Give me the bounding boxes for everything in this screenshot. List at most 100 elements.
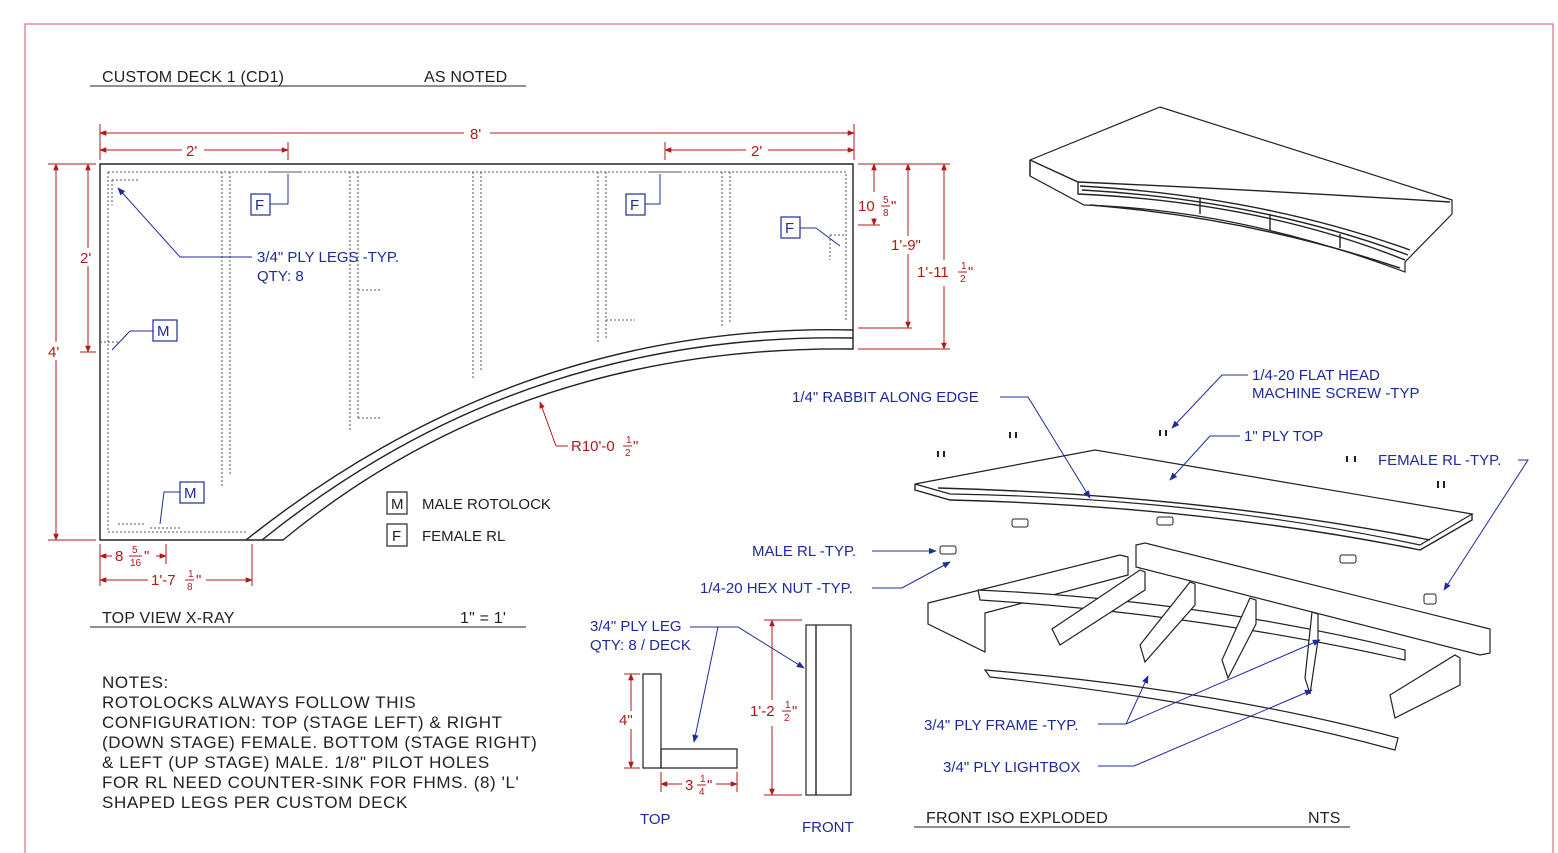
dim-1-9: 1'-9" xyxy=(891,237,921,254)
exploded-iso xyxy=(914,430,1491,751)
notes-line-2: CONFIGURATION: TOP (STAGE LEFT) & RIGHT xyxy=(102,713,503,732)
dim-leg-3-frac-d: 4 xyxy=(699,787,705,798)
dim-leg-3-frac-n: 1 xyxy=(700,774,706,785)
callout-hex-nut: 1/4-20 HEX NUT -TYP. xyxy=(700,580,853,597)
ply-legs-line2: QTY: 8 xyxy=(257,268,304,285)
radius-leader xyxy=(539,401,557,447)
dim-1-11-frac-d: 2 xyxy=(960,274,966,285)
leg-top-shape xyxy=(642,673,738,769)
dim-4ft: 4' xyxy=(48,344,59,361)
notes-line-6: SHAPED LEGS PER CUSTOM DECK xyxy=(102,793,408,812)
callout-female-rl: FEMALE RL -TYP. xyxy=(1378,452,1501,469)
deck-outline xyxy=(99,163,854,541)
iso-lightbox xyxy=(983,669,1399,751)
notes-heading: NOTES: xyxy=(102,673,169,692)
legend-male-symbol: M xyxy=(391,496,404,513)
dim-1-11-frac-n: 1 xyxy=(961,261,967,272)
iso-frame-left xyxy=(927,554,1129,653)
marker-female-3: F xyxy=(785,220,794,237)
callout-ply-frame: 3/4" PLY FRAME -TYP. xyxy=(924,717,1079,734)
rabbit-edge-line xyxy=(245,329,854,541)
legs-callout: 3/4" PLY LEGS -TYP. QTY: 8 xyxy=(117,187,399,285)
leg-detail-line1: 3/4" PLY LEG xyxy=(590,618,682,635)
callout-screw-line2: MACHINE SCREW -TYP xyxy=(1252,385,1420,402)
callout-ply-lightbox: 3/4" PLY LIGHTBOX xyxy=(943,759,1080,776)
assembled-iso xyxy=(1029,106,1453,273)
legend: M MALE ROTOLOCK F FEMALE RL xyxy=(386,491,551,547)
dim-radius: R10'-0 xyxy=(571,438,615,455)
legend-female-symbol: F xyxy=(392,528,401,545)
iso-ply-top xyxy=(914,449,1474,546)
dim-1-7: 1'-7 xyxy=(151,572,176,589)
dim-2ft-left: 2' xyxy=(186,143,197,160)
dim-2ft-vert: 2' xyxy=(80,250,91,267)
dim-1-7-frac-d: 8 xyxy=(187,582,193,593)
dim-leg-1-2-inch: " xyxy=(792,703,797,720)
frame-hidden-perimeter xyxy=(107,171,847,533)
dim-8: 8 xyxy=(115,548,123,565)
dim-8ft: 8' xyxy=(470,126,481,143)
top-view-dimensions: 8' 2' 2' 4' 2' 10 5 8 " 1'-9" 1'-11 1 2 … xyxy=(47,124,974,593)
marker-male-2: M xyxy=(184,485,197,502)
leg-detail: 3/4" PLY LEG QTY: 8 / DECK 4" 3 1 4 " 1'… xyxy=(590,618,854,836)
dim-1-7-inch: " xyxy=(196,572,201,589)
dim-8-frac-n: 5 xyxy=(132,545,138,556)
dim-leg-1-2: 1'-2 xyxy=(750,703,775,720)
dim-10-inch: " xyxy=(891,198,896,215)
dim-radius-frac-d: 2 xyxy=(625,448,631,459)
marker-female-2: F xyxy=(630,197,639,214)
callout-rabbit: 1/4" RABBIT ALONG EDGE xyxy=(792,389,979,406)
leg-hidden-marks xyxy=(100,171,846,529)
legend-male-label: MALE ROTOLOCK xyxy=(422,496,551,513)
legend-female-label: FEMALE RL xyxy=(422,528,505,545)
notes-line-5: FOR RL NEED COUNTER-SINK FOR FHMS. (8) '… xyxy=(102,773,519,792)
dim-2ft-right: 2' xyxy=(751,143,762,160)
dim-leg-1-2-frac-d: 2 xyxy=(784,713,790,724)
dim-leg-3-inch: " xyxy=(707,777,712,794)
leg-detail-line2: QTY: 8 / DECK xyxy=(590,637,691,654)
frame-hidden-ribs xyxy=(221,172,731,488)
dim-1-11-inch: " xyxy=(968,264,973,281)
notes-line-4: & LEFT (UP STAGE) MALE. 1/8" PILOT HOLES xyxy=(102,753,490,772)
dim-leg-1-2-frac-n: 1 xyxy=(785,700,791,711)
rabbit-edge-line-2 xyxy=(261,337,854,541)
dim-radius-inch: " xyxy=(633,438,638,455)
callout-ply-top: 1" PLY TOP xyxy=(1244,428,1323,445)
iso-screws xyxy=(937,430,1445,488)
dim-10: 10 xyxy=(858,198,875,215)
ply-legs-line1: 3/4" PLY LEGS -TYP. xyxy=(257,249,399,266)
dim-1-7-frac-n: 1 xyxy=(188,569,194,580)
dim-leg-4: 4" xyxy=(619,712,633,729)
iso-rotolocks xyxy=(939,516,1437,605)
iso-scale: NTS xyxy=(1308,810,1341,827)
dim-1-11: 1'-11 xyxy=(917,264,949,281)
notes-line-1: ROTOLOCKS ALWAYS FOLLOW THIS xyxy=(102,693,416,712)
dim-10-frac-n: 5 xyxy=(883,195,889,206)
notes-line-3: (DOWN STAGE) FEMALE. BOTTOM (STAGE RIGHT… xyxy=(102,733,537,752)
leg-view-front: FRONT xyxy=(802,819,854,836)
dim-8-frac-d: 16 xyxy=(130,558,142,569)
marker-male-1: M xyxy=(157,323,170,340)
iso-frame-ribs xyxy=(1051,569,1461,719)
sheet-title: CUSTOM DECK 1 (CD1) xyxy=(102,69,284,86)
dim-leg-3: 3 xyxy=(685,777,693,794)
sheet-border xyxy=(24,23,1554,853)
iso-title: FRONT ISO EXPLODED xyxy=(926,810,1108,827)
top-view-title: TOP VIEW X-RAY xyxy=(102,610,235,627)
rotolock-markers: F F F M M xyxy=(111,174,841,525)
iso-frame-back xyxy=(1135,542,1491,656)
dim-10-frac-d: 8 xyxy=(883,208,889,219)
dim-radius-frac-n: 1 xyxy=(626,435,632,446)
top-view xyxy=(99,163,854,541)
notes-block: NOTES: ROTOLOCKS ALWAYS FOLLOW THIS CONF… xyxy=(102,673,537,812)
leg-view-top: TOP xyxy=(640,811,671,828)
sheet-scale: AS NOTED xyxy=(424,69,507,86)
dim-8-inch: " xyxy=(144,548,149,565)
callout-male-rl: MALE RL -TYP. xyxy=(752,543,856,560)
top-view-scale: 1" = 1' xyxy=(460,610,506,627)
marker-female-1: F xyxy=(255,197,264,214)
leg-front-shape xyxy=(805,624,852,796)
exploded-callouts: 1/4" RABBIT ALONG EDGE 1/4-20 FLAT HEAD … xyxy=(700,367,1529,776)
callout-screw-line1: 1/4-20 FLAT HEAD xyxy=(1252,367,1380,384)
